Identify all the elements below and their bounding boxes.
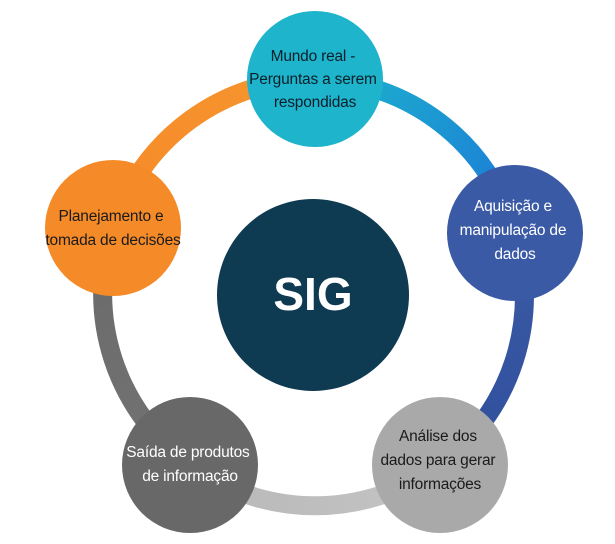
node-analise: Análise dos dados para gerar informações — [372, 397, 508, 533]
node-saida-label: Saída de produtos de informação — [126, 444, 253, 485]
node-aquisicao-line: Aquisição e — [474, 198, 552, 215]
node-aquisicao-label: Aquisição e manipulação de dados — [460, 198, 571, 263]
node-aquisicao: Aquisição e manipulação de dados — [447, 165, 583, 301]
node-saida-circle — [122, 397, 258, 533]
node-analise-circle — [372, 397, 508, 533]
node-analise-line: dados para gerar — [381, 452, 496, 469]
node-aquisicao-circle — [447, 165, 583, 301]
center-circle — [217, 199, 409, 391]
node-planejamento-line: Planejamento e — [58, 208, 163, 225]
node-saida: Saída de produtos de informação — [122, 397, 258, 533]
node-saida-line: de informação — [142, 468, 238, 485]
node-mundo-real-label: Mundo real - Perguntas a serem respondid… — [249, 48, 381, 111]
node-aquisicao-line: manipulação de — [460, 222, 567, 239]
node-mundo-real-line: Mundo real - — [271, 48, 356, 65]
center-node: SIG — [217, 199, 409, 391]
node-analise-line: informações — [399, 476, 482, 493]
node-mundo-real-circle — [247, 11, 383, 147]
node-aquisicao-line: dados — [494, 246, 536, 263]
node-analise-line: Análise dos — [399, 428, 477, 445]
center-label: SIG — [273, 268, 352, 320]
node-planejamento-line: tomada de decisões — [45, 232, 181, 249]
node-saida-line: Saída de produtos — [126, 444, 250, 461]
node-mundo-real-line: Perguntas a serem — [249, 71, 377, 88]
node-planejamento-circle — [45, 160, 181, 296]
node-planejamento: Planejamento e tomada de decisões — [45, 160, 181, 296]
node-mundo-real: Mundo real - Perguntas a serem respondid… — [247, 11, 383, 147]
node-analise-label: Análise dos dados para gerar informações — [381, 428, 500, 493]
node-mundo-real-line: respondidas — [274, 94, 357, 111]
node-planejamento-label: Planejamento e tomada de decisões — [45, 208, 181, 249]
